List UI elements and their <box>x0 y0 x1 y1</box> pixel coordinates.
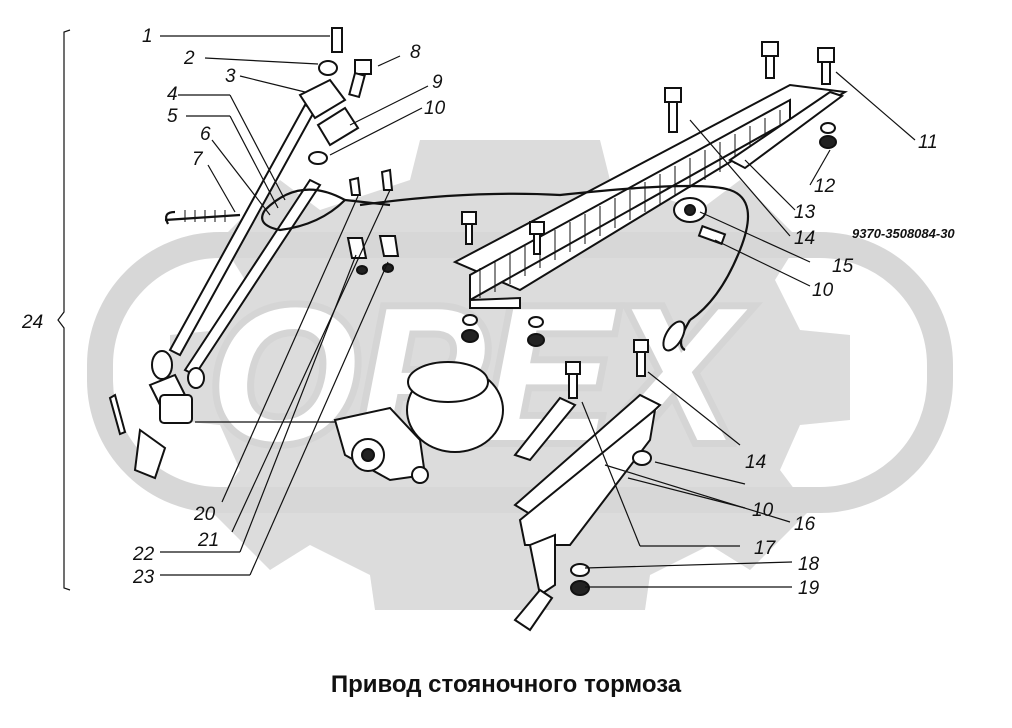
callout-20: 20 <box>193 504 216 525</box>
callout-12: 12 <box>814 176 836 197</box>
bolt-beam-left <box>461 211 545 255</box>
callout-2: 2 <box>183 48 195 69</box>
callout-10-c: 10 <box>752 500 774 521</box>
top-bolt-cluster <box>298 27 372 165</box>
callout-8: 8 <box>410 42 421 63</box>
callout-16: 16 <box>794 514 816 535</box>
leader-lines <box>57 29 916 591</box>
callout-13: 13 <box>794 202 816 223</box>
bolt-11 <box>817 47 835 85</box>
callout-1: 1 <box>142 26 153 47</box>
callout-17: 17 <box>754 538 777 559</box>
callout-5: 5 <box>167 106 178 127</box>
callout-23: 23 <box>132 567 155 588</box>
lower-bracket <box>513 339 662 632</box>
figure-caption: Привод стояночного тормоза <box>331 671 682 698</box>
callouts: 1 2 3 4 5 6 7 8 9 10 10 10 10 11 12 13 1… <box>21 26 938 599</box>
callout-14-b: 14 <box>745 452 766 473</box>
callout-18: 18 <box>798 554 820 575</box>
drawing-code: 9370-3508084-30 <box>852 226 955 241</box>
callout-24: 24 <box>21 312 43 333</box>
callout-19: 19 <box>798 578 820 599</box>
callout-10-b: 10 <box>812 280 834 301</box>
callout-4: 4 <box>167 84 178 105</box>
drawing <box>108 27 848 632</box>
callout-6: 6 <box>200 124 211 145</box>
brake-actuator <box>333 361 504 484</box>
callout-21: 21 <box>197 530 219 551</box>
bolt-14a <box>664 87 682 133</box>
callout-11: 11 <box>918 132 938 153</box>
callout-15: 15 <box>832 256 854 277</box>
callout-10-a: 10 <box>424 98 446 119</box>
callout-22: 22 <box>132 544 155 565</box>
bolt-top <box>761 41 779 79</box>
callout-9: 9 <box>432 72 443 93</box>
callout-14-a: 14 <box>794 228 815 249</box>
callout-7: 7 <box>192 149 204 170</box>
cable <box>359 184 750 352</box>
nuts-12 <box>461 122 837 347</box>
lever-assembly <box>108 103 391 480</box>
callout-3: 3 <box>225 66 236 87</box>
